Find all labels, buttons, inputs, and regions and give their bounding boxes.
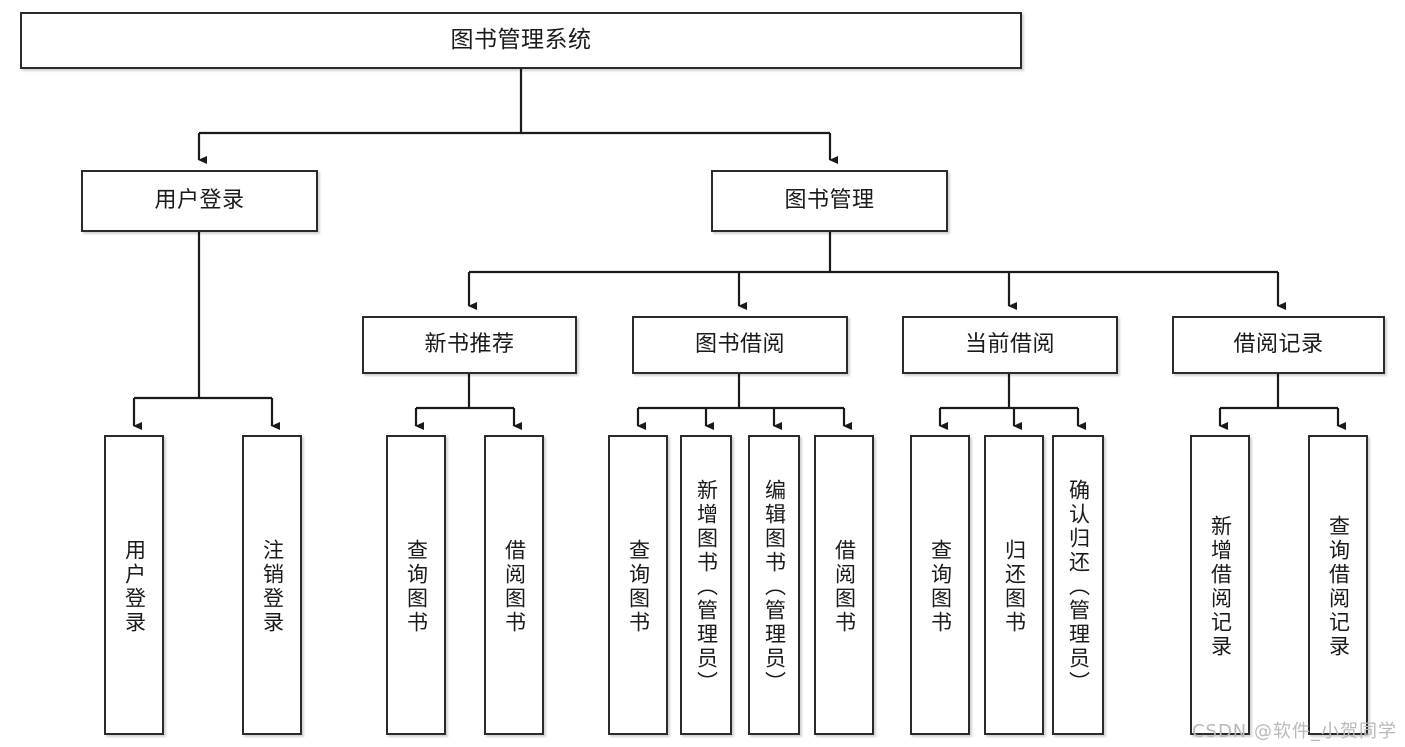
node-current-borrow-label: 当前借阅 [964, 332, 1055, 358]
leaf-edit-book[interactable]: 编辑图书（管理员） [748, 435, 800, 735]
node-current-borrow[interactable]: 当前借阅 [902, 316, 1118, 374]
leaf-query-book-3[interactable]: 查询图书 [910, 435, 970, 735]
node-root-label: 图书管理系统 [450, 26, 592, 53]
leaf-return-book[interactable]: 归还图书 [984, 435, 1044, 735]
leaf-logout-label: 注销登录 [260, 539, 285, 635]
node-root[interactable]: 图书管理系统 [20, 12, 1022, 69]
node-book-manage-label: 图书管理 [784, 188, 875, 214]
leaf-confirm-return[interactable]: 确认归还（管理员） [1052, 435, 1104, 735]
leaf-query-book-3-label: 查询图书 [928, 539, 953, 635]
watermark: CSDN @软件_小贺同学 [1191, 721, 1397, 742]
leaf-add-book[interactable]: 新增图书（管理员） [680, 435, 732, 735]
leaf-edit-book-label: 编辑图书（管理员） [762, 479, 787, 695]
leaf-user-login[interactable]: 用户登录 [104, 435, 164, 735]
node-borrow-record-label: 借阅记录 [1233, 332, 1324, 358]
leaf-add-record[interactable]: 新增借阅记录 [1190, 435, 1250, 735]
leaf-logout[interactable]: 注销登录 [242, 435, 302, 735]
leaf-add-record-label: 新增借阅记录 [1208, 515, 1233, 659]
leaf-add-book-label: 新增图书（管理员） [694, 479, 719, 695]
leaf-return-book-label: 归还图书 [1002, 539, 1027, 635]
leaf-user-login-label: 用户登录 [122, 539, 147, 635]
leaf-borrow-book-1[interactable]: 借阅图书 [484, 435, 544, 735]
leaf-borrow-book-1-label: 借阅图书 [502, 539, 527, 635]
leaf-query-book-2[interactable]: 查询图书 [608, 435, 668, 735]
leaf-borrow-book-2[interactable]: 借阅图书 [814, 435, 874, 735]
node-book-manage[interactable]: 图书管理 [711, 170, 948, 232]
leaf-query-book-1[interactable]: 查询图书 [386, 435, 446, 735]
node-new-book-recommend[interactable]: 新书推荐 [362, 316, 577, 374]
leaf-query-book-1-label: 查询图书 [404, 539, 429, 635]
node-user-login-label: 用户登录 [154, 188, 245, 214]
node-new-book-recommend-label: 新书推荐 [424, 332, 515, 358]
leaf-query-record-label: 查询借阅记录 [1326, 515, 1351, 659]
leaf-query-book-2-label: 查询图书 [626, 539, 651, 635]
leaf-confirm-return-label: 确认归还（管理员） [1066, 479, 1091, 695]
node-borrow-record[interactable]: 借阅记录 [1172, 316, 1385, 374]
node-book-borrow-label: 图书借阅 [694, 332, 785, 358]
node-book-borrow[interactable]: 图书借阅 [632, 316, 848, 374]
leaf-query-record[interactable]: 查询借阅记录 [1308, 435, 1368, 735]
node-user-login[interactable]: 用户登录 [81, 170, 318, 232]
leaf-borrow-book-2-label: 借阅图书 [832, 539, 857, 635]
